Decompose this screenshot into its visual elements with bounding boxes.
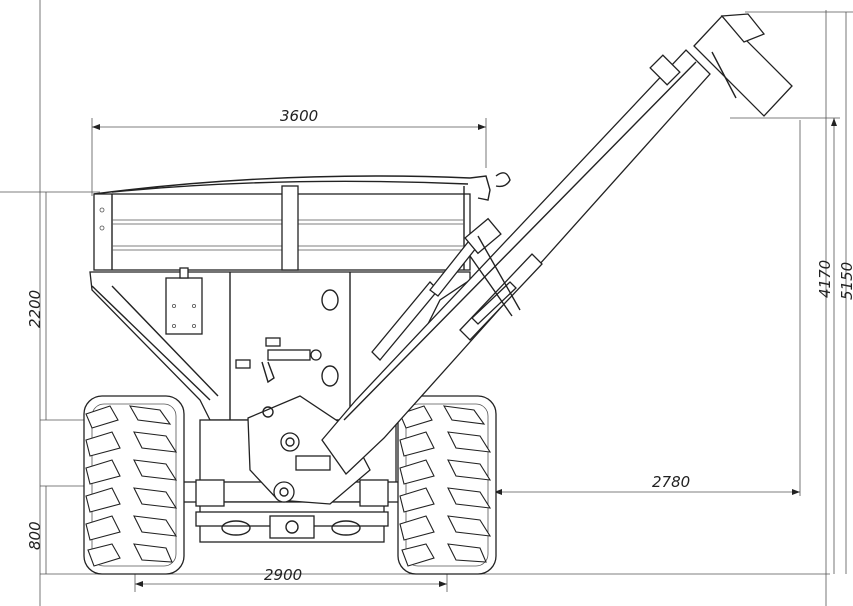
dimension-label-auger-reach: 2780 — [652, 473, 690, 491]
dimension-auger-height: 4170 — [730, 117, 840, 574]
dimension-auger-reach: 2780 — [494, 120, 801, 496]
left-wheel — [83, 395, 185, 575]
auger-spout — [649, 13, 793, 117]
dimension-label-axle-height: 800 — [26, 521, 44, 550]
frame-lines — [39, 0, 827, 606]
dimension-label-auger-height: 4170 — [816, 260, 834, 298]
dimension-label-overall-width: 3600 — [280, 107, 318, 125]
grain-box — [93, 172, 511, 271]
dimension-total-height: 5150 — [745, 11, 853, 574]
auger-tube — [321, 49, 711, 475]
right-wheel — [397, 395, 497, 575]
left-tire-tread — [85, 405, 178, 567]
dimension-box-height: 2200 — [0, 191, 100, 421]
right-tire-tread — [399, 405, 492, 567]
dimension-label-track-width: 2900 — [264, 566, 302, 584]
dimension-label-box-height: 2200 — [26, 290, 44, 328]
dimension-overall-width: 3600 — [91, 107, 487, 196]
dimension-label-total-height: 5150 — [838, 262, 853, 300]
